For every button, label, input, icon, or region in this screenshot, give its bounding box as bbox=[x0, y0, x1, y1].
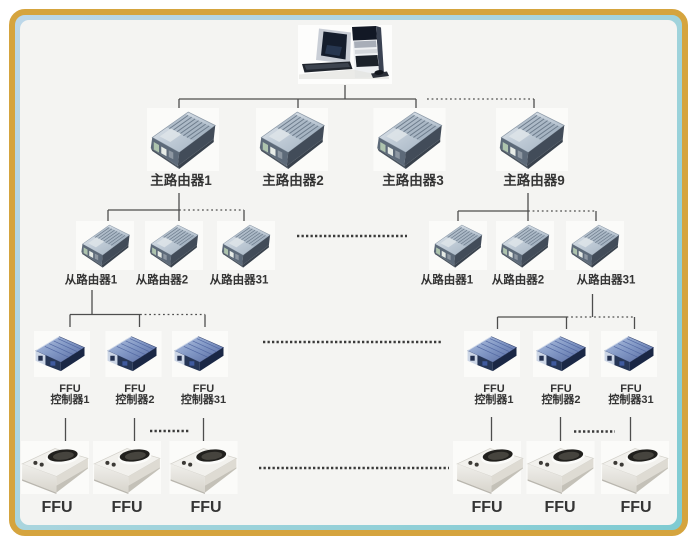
svg-text:FFU: FFU bbox=[190, 499, 221, 516]
svg-text:FFU: FFU bbox=[620, 499, 651, 516]
svg-text:从路由器1: 从路由器1 bbox=[421, 273, 474, 287]
svg-text:控制器2: 控制器2 bbox=[541, 392, 580, 406]
svg-text:控制器2: 控制器2 bbox=[115, 392, 154, 406]
svg-text:从路由器1: 从路由器1 bbox=[65, 273, 118, 287]
svg-text:从路由器2: 从路由器2 bbox=[136, 273, 188, 287]
svg-text:控制器1: 控制器1 bbox=[474, 392, 513, 406]
svg-text:主路由器2: 主路由器2 bbox=[262, 172, 324, 188]
svg-text:FFU: FFU bbox=[41, 499, 72, 516]
svg-text:从路由器31: 从路由器31 bbox=[577, 273, 636, 287]
svg-text:从路由器2: 从路由器2 bbox=[492, 273, 544, 287]
svg-text:FFU: FFU bbox=[124, 383, 145, 395]
svg-text:控制器1: 控制器1 bbox=[50, 392, 89, 406]
svg-text:FFU: FFU bbox=[193, 383, 214, 395]
svg-text:主路由器9: 主路由器9 bbox=[503, 172, 565, 188]
svg-text:FFU: FFU bbox=[544, 499, 575, 516]
svg-text:FFU: FFU bbox=[483, 383, 504, 395]
svg-text:控制器31: 控制器31 bbox=[181, 392, 226, 406]
svg-text:从路由器31: 从路由器31 bbox=[210, 273, 269, 287]
svg-text:FFU: FFU bbox=[111, 499, 142, 516]
svg-text:FFU: FFU bbox=[59, 383, 80, 395]
svg-text:主路由器1: 主路由器1 bbox=[150, 172, 212, 188]
svg-text:控制器31: 控制器31 bbox=[608, 392, 653, 406]
svg-text:FFU: FFU bbox=[620, 383, 641, 395]
svg-text:FFU: FFU bbox=[471, 499, 502, 516]
svg-text:FFU: FFU bbox=[550, 383, 571, 395]
svg-text:主路由器3: 主路由器3 bbox=[382, 172, 444, 188]
